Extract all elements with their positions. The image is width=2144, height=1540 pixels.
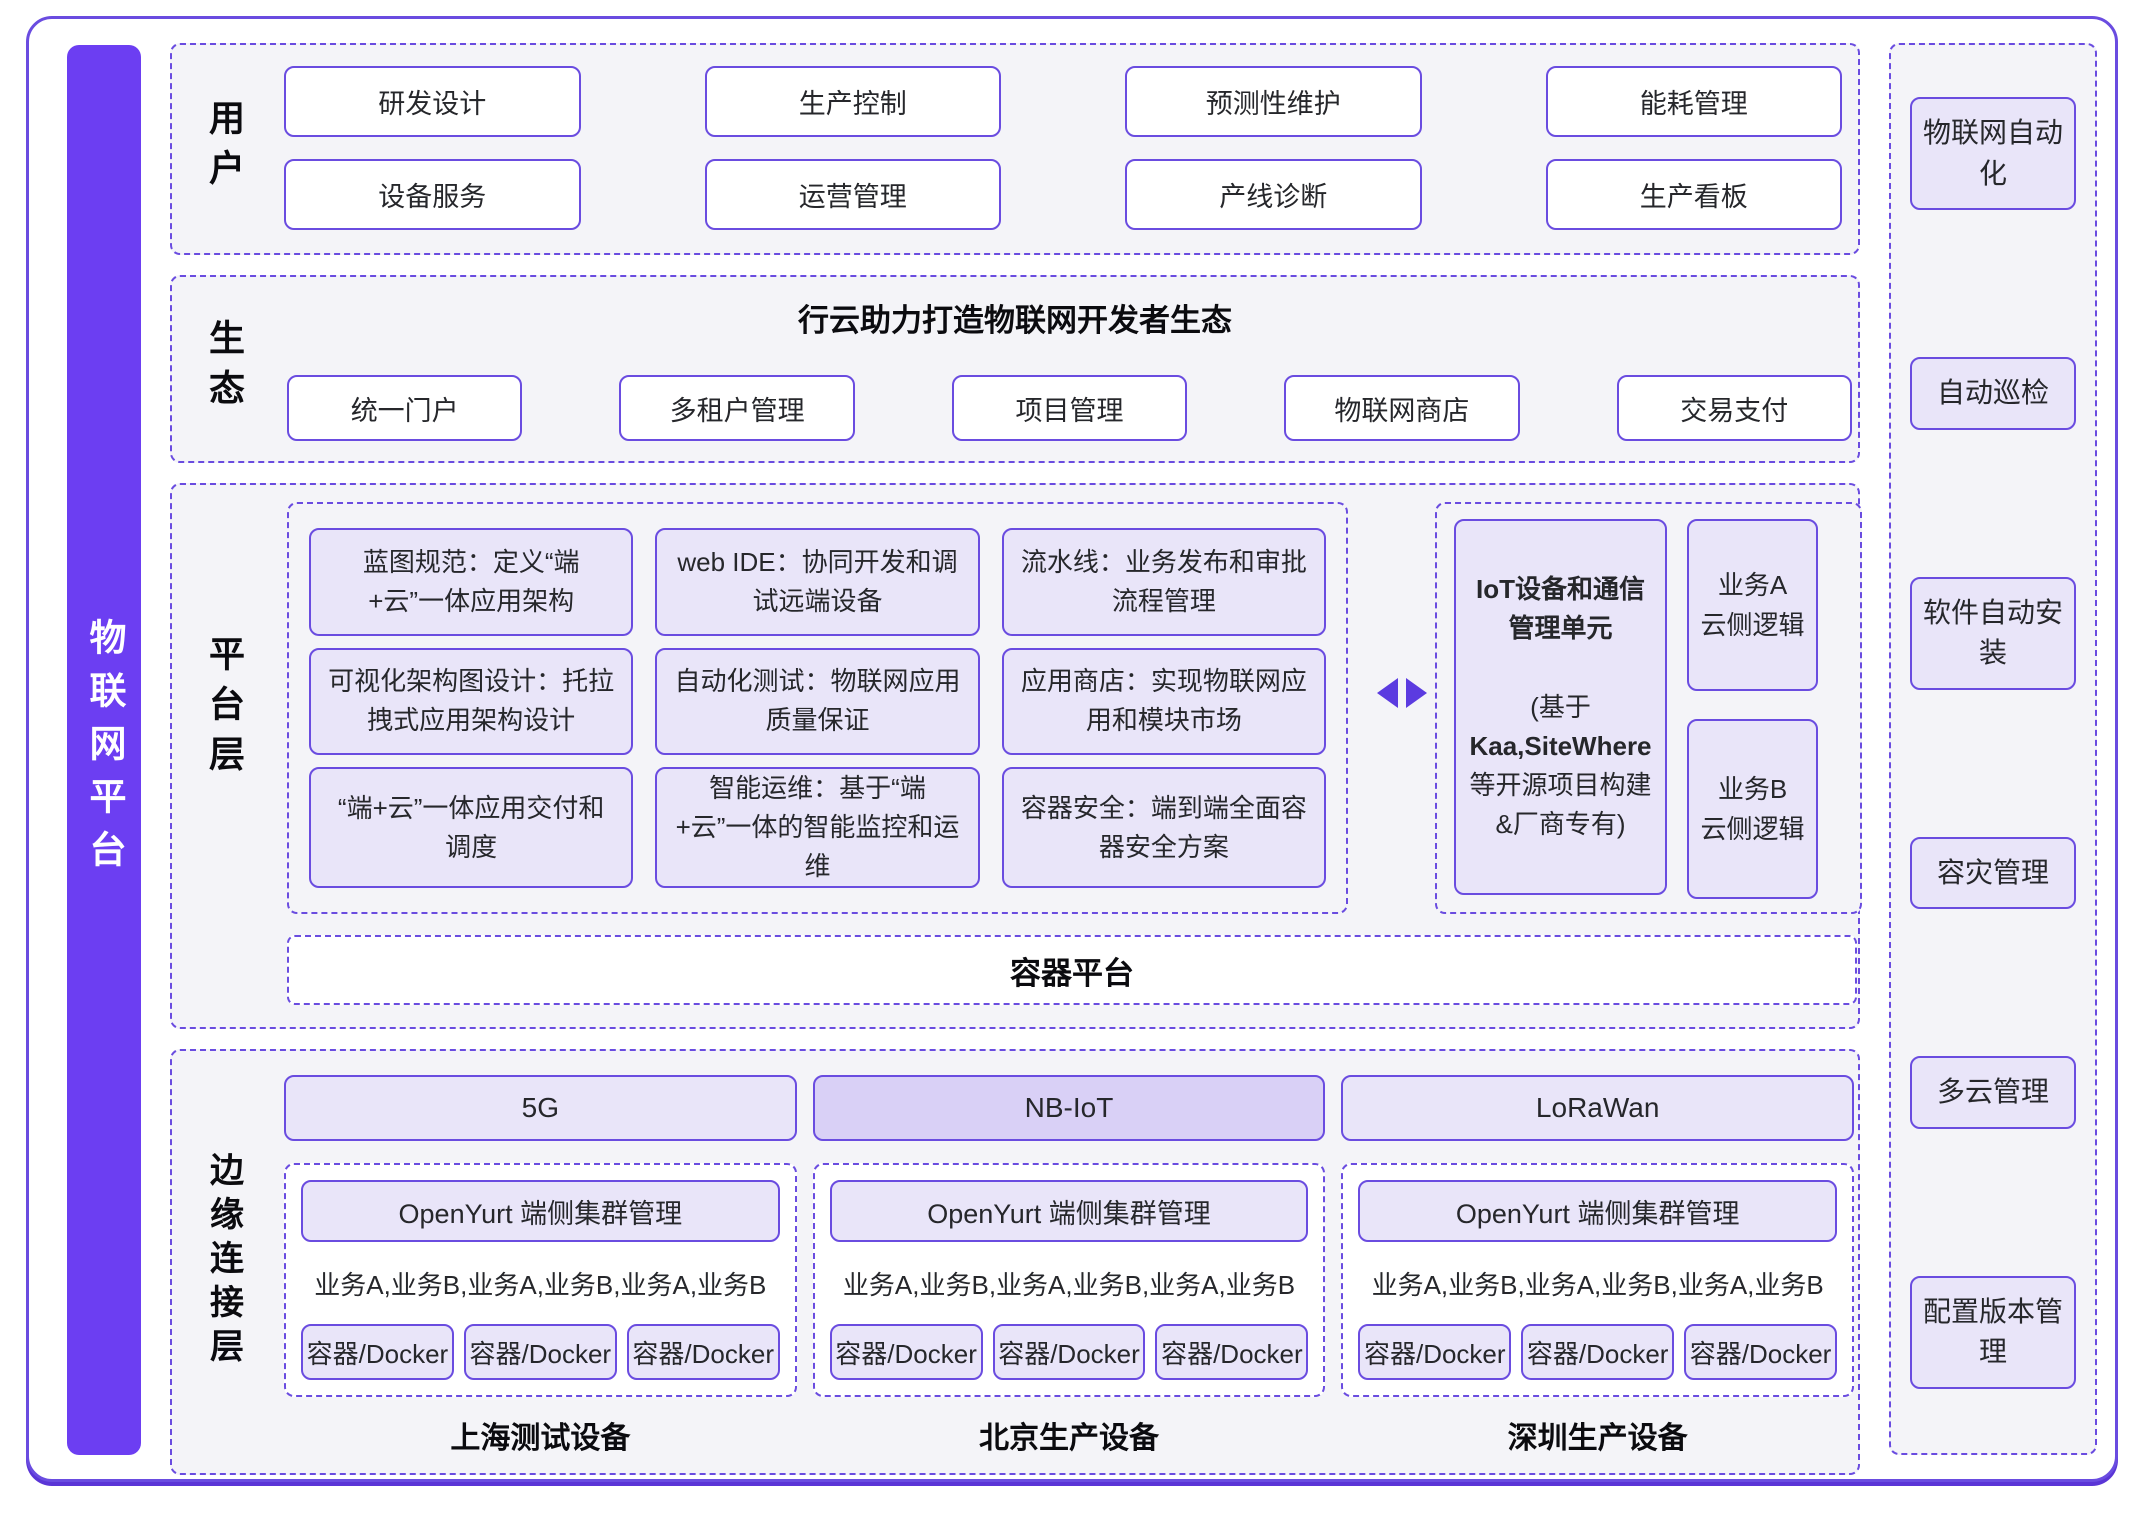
ecosystem-title: 行云助力打造物联网开发者生态 [798, 303, 1232, 338]
sidebar-box-disaster-recovery: 容灾管理 [1910, 836, 2076, 910]
sidebar-box-multicloud: 多云管理 [1910, 1056, 2076, 1129]
users-label: 用户 [204, 99, 245, 199]
docker-row: 容器/Docker 容器/Docker 容器/Docker [301, 1324, 780, 1380]
ecosystem-box: 多租户管理 [619, 375, 855, 441]
edge-label: 边缘连接层 [204, 1152, 243, 1372]
iot-unit-subtitle: (基于 Kaa,SiteWhere 等开源项目构建 &厂商专有) [1469, 692, 1652, 839]
user-box: 设备服务 [284, 159, 581, 230]
platform-title: 物联网平台 [84, 617, 125, 883]
ecosystem-box: 交易支付 [1616, 375, 1852, 441]
docker-row: 容器/Docker 容器/Docker 容器/Docker [829, 1324, 1309, 1380]
platform-cell: 流水线：业务发布和审批流程管理 [1001, 528, 1326, 636]
openyurt-box: OpenYurt 端侧集群管理 [1358, 1180, 1837, 1242]
docker-box: 容器/Docker [1684, 1324, 1837, 1380]
docker-box: 容器/Docker [1521, 1324, 1675, 1380]
docker-row: 容器/Docker 容器/Docker 容器/Docker [1358, 1324, 1837, 1380]
right-sidebar: 物联网自动化 自动巡检 软件自动安装 容灾管理 多云管理 配置版本管理 [1889, 43, 2097, 1455]
platform-capabilities-grid: 蓝图规范：定义“端+云”一体应用架构 web IDE：协同开发和调试远端设备 流… [309, 528, 1326, 888]
docker-box: 容器/Docker [1358, 1324, 1512, 1380]
user-box: 生产看板 [1545, 159, 1842, 230]
ecosystem-grid: 统一门户 多租户管理 项目管理 物联网商店 交易支付 [287, 375, 1852, 441]
platform-cell: 容器安全：端到端全面容器安全方案 [1001, 767, 1326, 888]
device-caption: 北京生产设备 [978, 1422, 1159, 1455]
edge-column-shanghai: 5G OpenYurt 端侧集群管理 业务A,业务B,业务A,业务B,业务A,业… [284, 1075, 797, 1461]
services-list: 业务A,业务B,业务A,业务B,业务A,业务B [314, 1269, 767, 1300]
sidebar-box-iot-automation: 物联网自动化 [1910, 97, 2076, 211]
platform-cell: 可视化架构图设计：托拉拽式应用架构设计 [309, 647, 634, 755]
section-ecosystem: 生态 行云助力打造物联网开发者生态 统一门户 多租户管理 项目管理 物联网商店 … [170, 275, 1860, 463]
platform-cell: 应用商店：实现物联网应用和模块市场 [1001, 647, 1326, 755]
device-caption: 深圳生产设备 [1507, 1422, 1688, 1455]
platform-cell: 智能运维：基于“端+云”一体的智能监控和运维 [655, 767, 980, 888]
docker-box: 容器/Docker [301, 1324, 454, 1380]
device-caption: 上海测试设备 [450, 1422, 631, 1455]
user-box: 产线诊断 [1125, 159, 1422, 230]
platform-cell: 蓝图规范：定义“端+云”一体应用架构 [309, 528, 634, 636]
edge-column-beijing: NB-IoT OpenYurt 端侧集群管理 业务A,业务B,业务A,业务B,业… [812, 1075, 1326, 1461]
platform-label: 平台层 [204, 635, 245, 785]
docker-box: 容器/Docker [626, 1324, 780, 1380]
ecosystem-box: 项目管理 [951, 375, 1188, 441]
user-box: 能耗管理 [1545, 66, 1842, 137]
user-box: 运营管理 [704, 159, 1001, 230]
edge-cluster-group: OpenYurt 端侧集群管理 业务A,业务B,业务A,业务B,业务A,业务B … [1341, 1163, 1854, 1397]
bidirectional-arrows [1370, 675, 1434, 711]
edge-cluster-group: OpenYurt 端侧集群管理 业务A,业务B,业务A,业务B,业务A,业务B … [812, 1163, 1326, 1397]
arrow-left-icon [1377, 678, 1398, 708]
iot-unit-box: IoT设备和通信管理单元 (基于 Kaa,SiteWhere 等开源项目构建 &… [1454, 519, 1667, 895]
openyurt-box: OpenYurt 端侧集群管理 [301, 1180, 780, 1242]
docker-box: 容器/Docker [1155, 1324, 1309, 1380]
edge-column-shenzhen: LoRaWan OpenYurt 端侧集群管理 业务A,业务B,业务A,业务B,… [1341, 1075, 1854, 1461]
sidebar-box-auto-inspection: 自动巡检 [1910, 357, 2076, 430]
docker-box: 容器/Docker [992, 1324, 1146, 1380]
container-platform-bar: 容器平台 [287, 935, 1857, 1005]
docker-box: 容器/Docker [463, 1324, 617, 1380]
outer-frame: 物联网平台 用户 研发设计 生产控制 预测性维护 能耗管理 设备服务 运营管理 … [26, 16, 2118, 1482]
services-list: 业务A,业务B,业务A,业务B,业务A,业务B [842, 1269, 1296, 1300]
edge-cluster-group: OpenYurt 端侧集群管理 业务A,业务B,业务A,业务B,业务A,业务B … [284, 1163, 797, 1397]
iot-management-panel: IoT设备和通信管理单元 (基于 Kaa,SiteWhere 等开源项目构建 &… [1435, 502, 1862, 914]
user-box: 预测性维护 [1125, 66, 1422, 137]
iot-unit-title: IoT设备和通信管理单元 [1476, 574, 1645, 643]
left-title-bar: 物联网平台 [67, 45, 141, 1455]
ecosystem-label: 生态 [204, 319, 245, 419]
platform-cell: 自动化测试：物联网应用质量保证 [655, 647, 980, 755]
ecosystem-box: 统一门户 [287, 375, 523, 441]
services-list: 业务A,业务B,业务A,业务B,业务A,业务B [1371, 1269, 1824, 1300]
section-users: 用户 研发设计 生产控制 预测性维护 能耗管理 设备服务 运营管理 产线诊断 生… [170, 43, 1860, 255]
network-bar-5g: 5G [284, 1075, 797, 1141]
edge-grid: 5G OpenYurt 端侧集群管理 业务A,业务B,业务A,业务B,业务A,业… [284, 1075, 1854, 1461]
arrow-right-icon [1406, 678, 1427, 708]
docker-box: 容器/Docker [829, 1324, 983, 1380]
section-edge-connection: 边缘连接层 5G OpenYurt 端侧集群管理 业务A,业务B,业务A,业务B… [170, 1049, 1860, 1475]
sidebar-box-auto-install: 软件自动安装 [1910, 576, 2076, 690]
section-platform: 平台层 蓝图规范：定义“端+云”一体应用架构 web IDE：协同开发和调试远端… [170, 483, 1862, 1029]
user-box: 生产控制 [704, 66, 1001, 137]
network-bar-lorawan: LoRaWan [1341, 1075, 1854, 1141]
platform-cell: “端+云”一体应用交付和调度 [309, 767, 634, 888]
cloud-logic-box-b: 业务B 云侧逻辑 [1687, 719, 1818, 899]
platform-capabilities-panel: 蓝图规范：定义“端+云”一体应用架构 web IDE：协同开发和调试远端设备 流… [287, 502, 1348, 914]
openyurt-box: OpenYurt 端侧集群管理 [829, 1180, 1309, 1242]
users-grid: 研发设计 生产控制 预测性维护 能耗管理 设备服务 运营管理 产线诊断 生产看板 [284, 66, 1842, 230]
user-box: 研发设计 [284, 66, 581, 137]
sidebar-box-config-version: 配置版本管理 [1910, 1275, 2076, 1389]
network-bar-nbiot: NB-IoT [812, 1075, 1326, 1141]
cloud-logic-box-a: 业务A 云侧逻辑 [1687, 519, 1818, 691]
ecosystem-box: 物联网商店 [1284, 375, 1520, 441]
platform-cell: web IDE：协同开发和调试远端设备 [655, 528, 980, 636]
